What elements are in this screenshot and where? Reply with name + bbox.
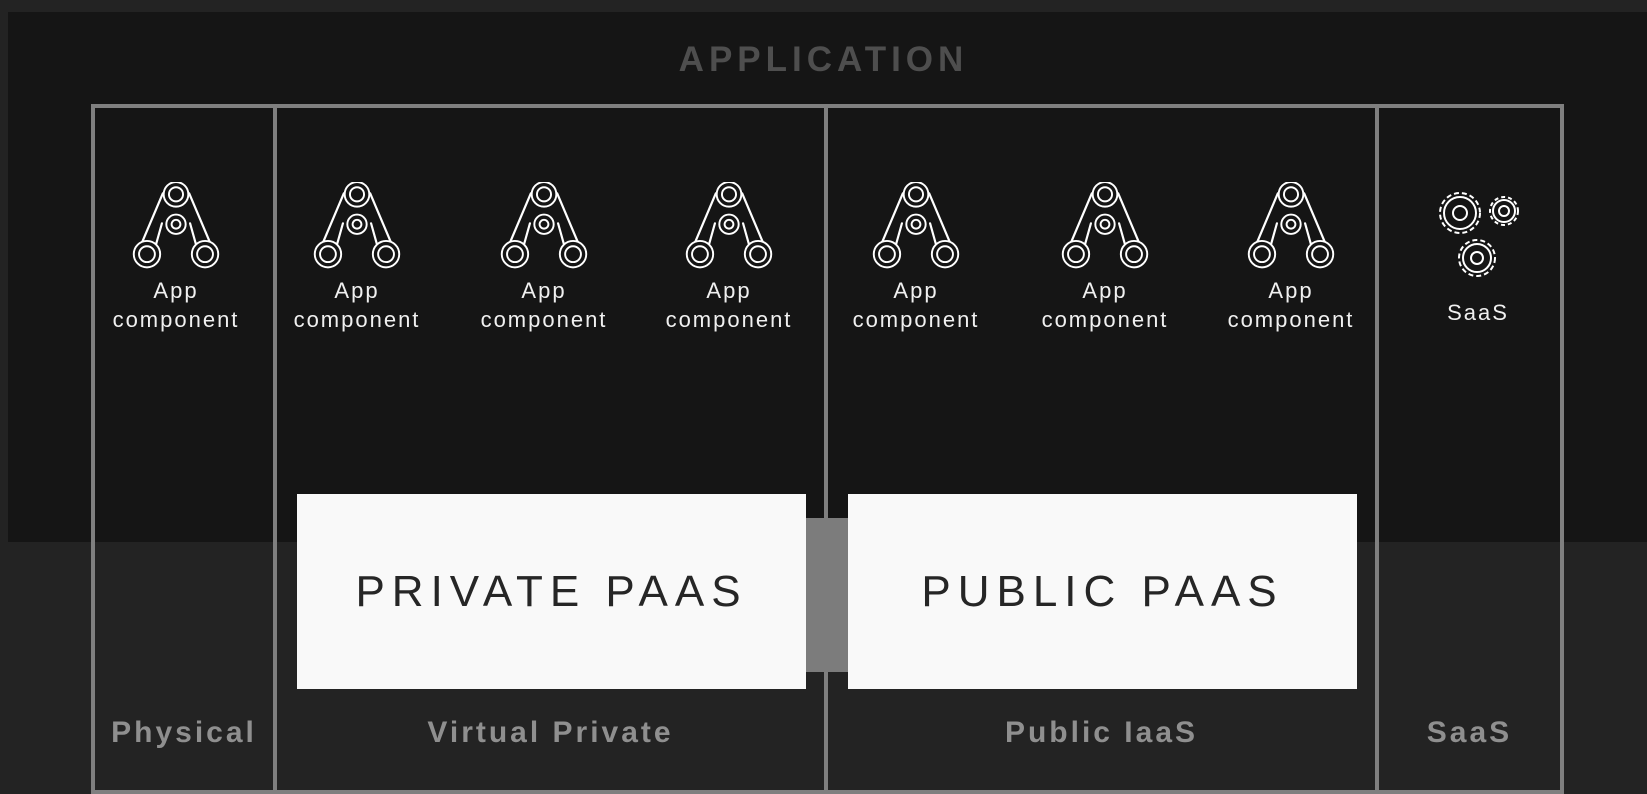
app-component-icon — [313, 182, 401, 270]
paas-bridge — [806, 518, 848, 672]
saas-service: SaaS — [1403, 180, 1553, 327]
private-paas-box: PRIVATE PAAS — [297, 494, 806, 689]
public-paas-box: PUBLIC PAAS — [848, 494, 1357, 689]
column-label: Public IaaS — [1004, 716, 1199, 749]
private-paas-label: PRIVATE PAAS — [355, 566, 748, 616]
app-component-icon — [1247, 182, 1335, 270]
saas-service-label: SaaS — [1447, 300, 1509, 325]
public-paas-label: PUBLIC PAAS — [921, 566, 1284, 616]
column-label: SaaS — [1426, 716, 1513, 749]
gears-icon — [1439, 192, 1519, 277]
app-component-icon — [1061, 182, 1149, 270]
app-component-icon — [500, 182, 588, 270]
app-component-icon — [132, 182, 220, 270]
column-label: Physical — [111, 716, 257, 749]
column-label: Virtual Private — [427, 716, 674, 749]
app-component-icon — [872, 182, 960, 270]
application-title: APPLICATION — [678, 40, 969, 79]
app-component-icon — [685, 182, 773, 270]
